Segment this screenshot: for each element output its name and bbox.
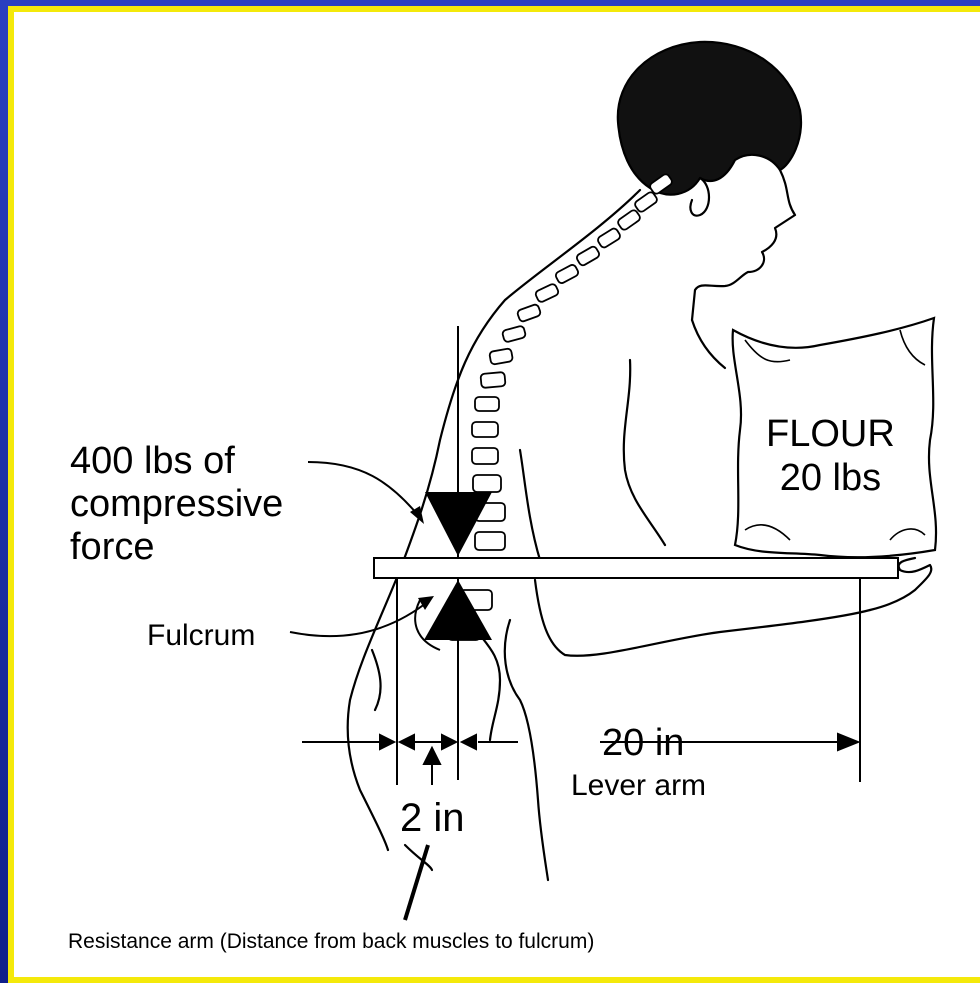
compressive-force-line-2: compressive xyxy=(70,483,283,526)
compressive-force-line-1: 400 lbs of xyxy=(70,440,283,483)
diagram-panel: 400 lbs of compressive force Fulcrum FLO… xyxy=(14,12,980,977)
fulcrum-pointer xyxy=(290,600,430,636)
resistance-caption: Resistance arm (Distance from back muscl… xyxy=(68,930,594,954)
resistance-distance-label: 2 in xyxy=(400,797,465,839)
fulcrum-label: Fulcrum xyxy=(147,620,255,652)
knee-detail xyxy=(372,650,381,710)
upper-arm xyxy=(535,580,870,656)
face-profile xyxy=(692,170,795,320)
flour-name: FLOUR xyxy=(766,412,895,456)
compressive-force-line-3: force xyxy=(70,526,283,569)
compressive-force-label: 400 lbs of compressive force xyxy=(70,440,283,569)
flour-weight: 20 lbs xyxy=(766,456,895,500)
flour-label: FLOUR 20 lbs xyxy=(766,412,895,500)
lever-distance-label: 20 in xyxy=(602,722,684,764)
torso-inner xyxy=(520,450,540,560)
lever-arm-label: Lever arm xyxy=(571,770,706,802)
head-hair xyxy=(618,42,801,195)
lever-bar xyxy=(374,558,898,578)
thigh xyxy=(505,620,548,880)
chest-front xyxy=(692,320,725,368)
force-pointer xyxy=(308,462,422,520)
belly-front xyxy=(624,360,665,545)
